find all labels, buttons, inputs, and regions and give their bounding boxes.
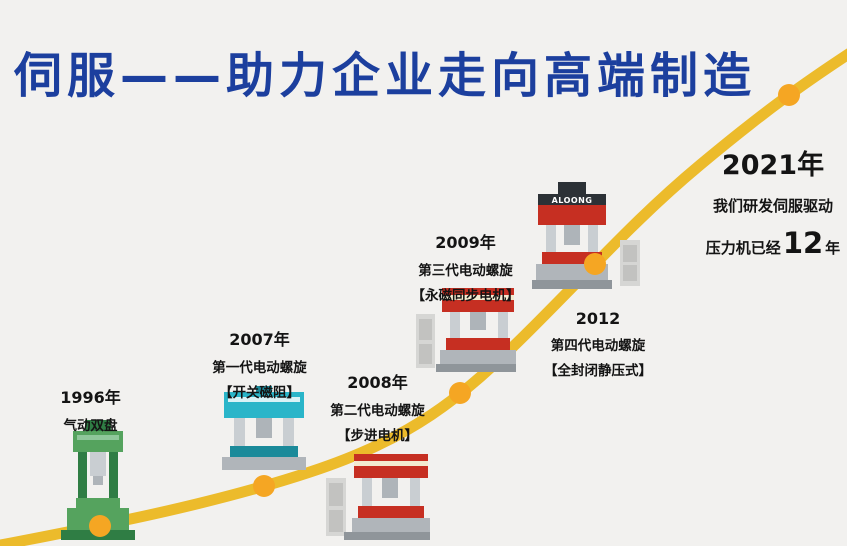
machine-2008-press-image [326, 454, 430, 540]
milestone-2012: 2012 第四代电动螺旋 【全封闭静压式】 [533, 309, 663, 379]
milestone-2012-year: 2012 [575, 309, 621, 328]
milestone-2012-desc: 第四代电动螺旋 [550, 338, 646, 354]
machine-2009-press-image [416, 288, 516, 372]
machine-brand-label: ALOONG [552, 196, 593, 205]
milestone-2012-desc2: 【全封闭静压式】 [544, 363, 652, 379]
timeline-node-2012 [584, 253, 606, 275]
milestone-2009-year: 2009年 [435, 233, 496, 252]
milestone-2008-year: 2008年 [347, 373, 408, 392]
milestone-2009-desc: 第三代电动螺旋 [418, 263, 513, 279]
milestone-1996-desc: 气动双盘 [63, 418, 118, 434]
machine-2007-press-image [222, 386, 306, 470]
years-count-suffix: 年 [825, 239, 841, 257]
machine-2012-press-image: ALOONG [532, 182, 640, 289]
milestone-2021-year: 2021年 [721, 150, 825, 181]
milestone-2008-desc2: 【步进电机】 [337, 428, 418, 444]
timeline-node-2021 [778, 84, 800, 106]
timeline-node-2007 [253, 475, 275, 497]
milestone-2007-year: 2007年 [229, 330, 290, 349]
timeline-node-1996 [89, 515, 111, 537]
milestone-2007: 2007年 第一代电动螺旋 【开关磁阻】 [192, 326, 327, 401]
growth-curve [0, 48, 847, 546]
milestone-2008-desc: 第二代电动螺旋 [330, 403, 425, 419]
milestone-1996-year: 1996年 [60, 388, 121, 407]
years-count-prefix: 压力机已经 [705, 239, 781, 257]
timeline-node-2008 [449, 382, 471, 404]
milestone-1996: 1996年 气动双盘 [33, 384, 148, 434]
milestone-2009: 2009年 第三代电动螺旋 【永磁同步电机】 [398, 229, 533, 304]
milestone-2008: 2008年 第二代电动螺旋 【步进电机】 [315, 369, 440, 444]
milestone-2009-desc2: 【永磁同步电机】 [411, 288, 520, 304]
milestone-2021-desc: 我们研发伺服驱动 [712, 197, 833, 215]
milestone-2007-desc: 第一代电动螺旋 [212, 360, 307, 376]
page-title: 伺服——助力企业走向高端制造 [14, 48, 757, 104]
years-count-number: 12 [782, 226, 824, 260]
milestone-2007-desc2: 【开关磁阻】 [219, 385, 300, 401]
